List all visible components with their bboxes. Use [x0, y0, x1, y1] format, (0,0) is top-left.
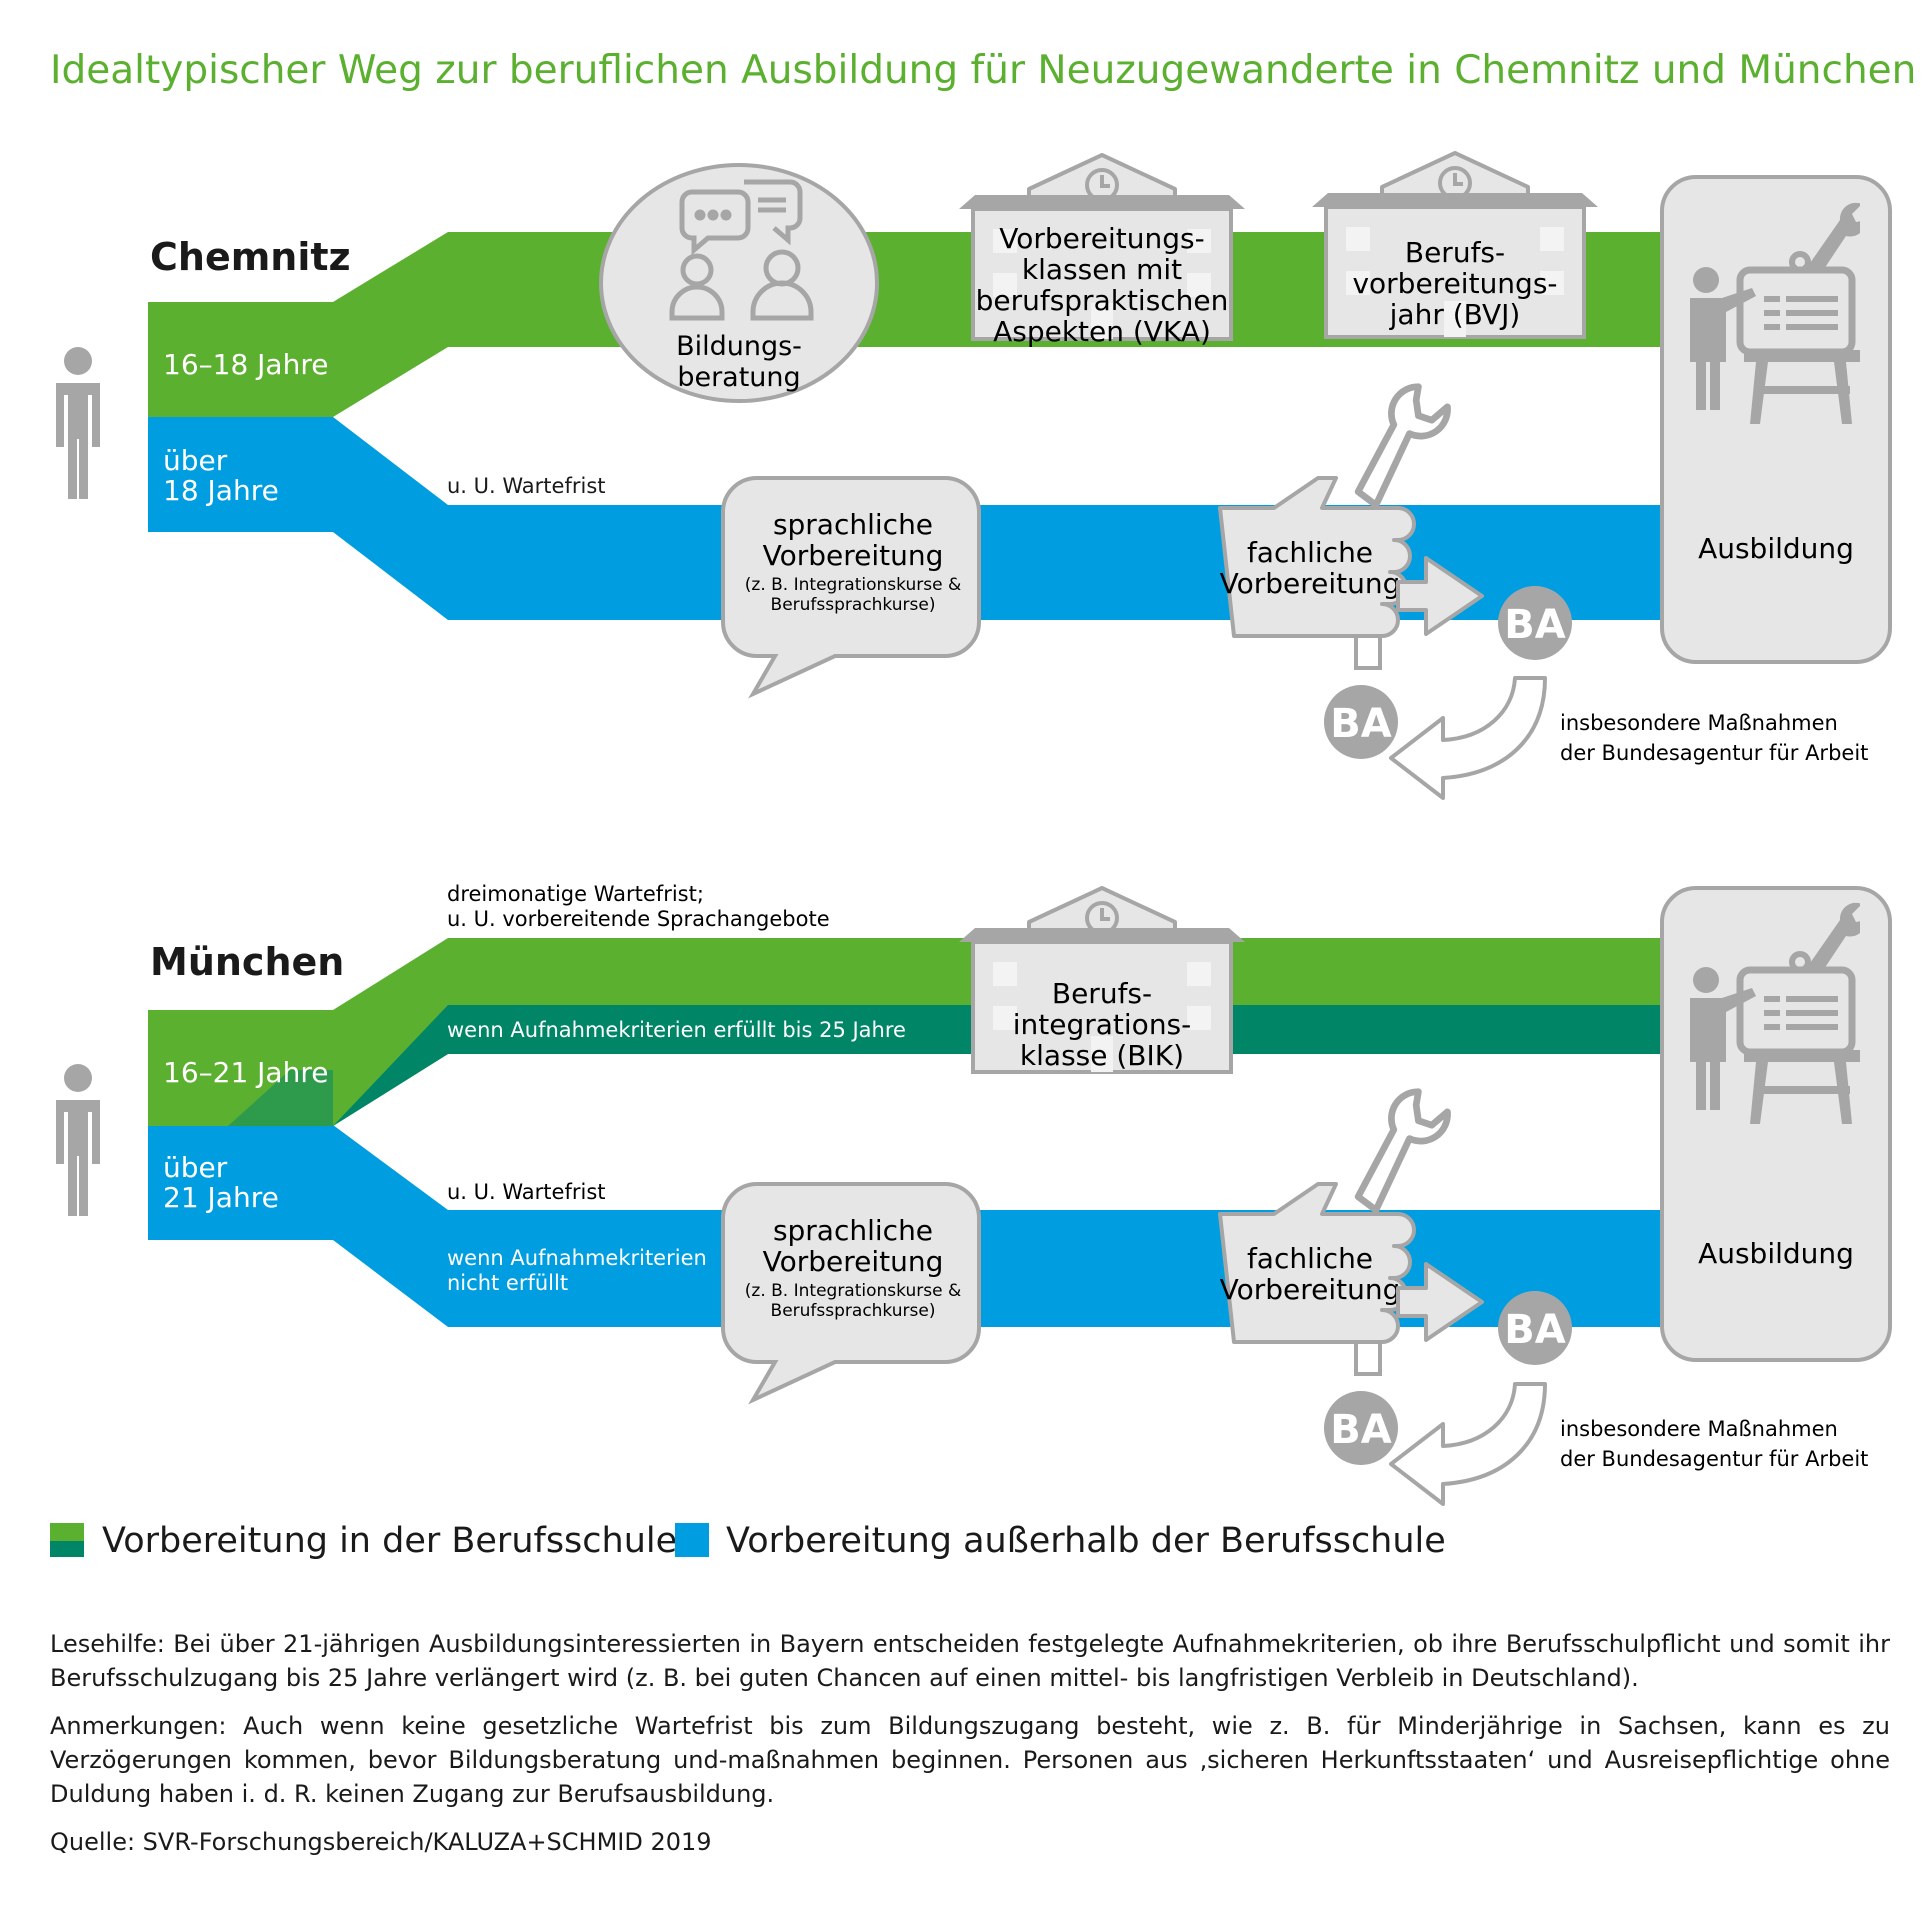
- language-prep-node: sprachliche Vorbereitung (z. B. Integrat…: [721, 1182, 981, 1405]
- consultation-line2: beratung: [677, 362, 800, 393]
- city-label-muenchen: München: [150, 940, 344, 984]
- legend-label-outside: Vorbereitung außerhalb der Berufsschule: [726, 1521, 1446, 1561]
- language-line3: (z. B. Integrationskurse &: [745, 1281, 961, 1301]
- vka-line4: Aspekten (VKA): [993, 315, 1211, 348]
- legend-swatch-school: [50, 1523, 84, 1557]
- ba-note-line2: der Bundesagentur für Arbeit: [1560, 1447, 1868, 1471]
- vocational-prep-node: fachliche Vorbereitung: [1218, 387, 1484, 670]
- ba-note-line1: insbesondere Maßnahmen: [1560, 1417, 1838, 1441]
- muenchen-outside-entry: [148, 1126, 333, 1240]
- ba-note-line2: der Bundesagentur für Arbeit: [1560, 741, 1868, 765]
- bik-line3: klasse (BIK): [1020, 1039, 1184, 1072]
- training-node: Ausbildung: [1660, 175, 1892, 664]
- ba-label: BA: [1330, 1407, 1391, 1453]
- wait-top-line2: u. U. vorbereitende Sprachangebote: [447, 907, 830, 931]
- ba-note-line1: insbesondere Maßnahmen: [1560, 711, 1838, 735]
- vocational-prep-node: fachliche Vorbereitung: [1218, 1092, 1484, 1376]
- bik-line2: integrations-: [1013, 1008, 1192, 1041]
- vocational-line1: fachliche: [1247, 536, 1373, 569]
- return-arrow: [1389, 676, 1547, 800]
- criteria-not-line2: nicht erfüllt: [447, 1271, 568, 1295]
- bvj-school-node: Berufs- vorbereitungs- jahr (BVJ): [1312, 153, 1598, 337]
- language-line1: sprachliche: [773, 1214, 933, 1247]
- vka-line3: berufspraktischen: [976, 284, 1229, 317]
- person-icon: [56, 1064, 100, 1216]
- reading-aid: Lesehilfe: Bei über 21-jährigen Ausbildu…: [50, 1630, 1890, 1692]
- consultation-icon: [669, 179, 814, 321]
- bik-line1: Berufs-: [1052, 977, 1152, 1010]
- chemnitz-school-band: [148, 232, 1662, 417]
- language-line4: Berufssprachkurse): [771, 595, 936, 615]
- notes-block: Lesehilfe: Bei über 21-jährigen Ausbildu…: [50, 1627, 1890, 1873]
- wait-top-line1: dreimonatige Wartefrist;: [447, 882, 704, 906]
- ba-cycle: BA BA insbesondere Maßnahmen der Bundesa…: [1324, 586, 1868, 800]
- training-label: Ausbildung: [1698, 1237, 1854, 1270]
- legend-swatch-outside: [675, 1523, 709, 1557]
- vocational-line1: fachliche: [1247, 1242, 1373, 1275]
- ba-circle: [1324, 1391, 1398, 1465]
- ba-circle: [1498, 1291, 1572, 1365]
- wrench-icon: [1358, 1092, 1447, 1210]
- wrench-icon: [1358, 387, 1447, 505]
- return-arrow: [1389, 1382, 1547, 1506]
- criteria-not-line1: wenn Aufnahmekriterien: [447, 1246, 707, 1270]
- page-title: Idealtypischer Weg zur beruflichen Ausbi…: [50, 48, 1917, 93]
- age-label-old-line1: über: [163, 444, 228, 477]
- city-label-chemnitz: Chemnitz: [150, 235, 351, 279]
- vocational-line2: Vorbereitung: [1220, 1273, 1401, 1306]
- wait-note: u. U. Wartefrist: [447, 1180, 606, 1204]
- ba-circle: [1324, 685, 1398, 759]
- pathway-diagram: Chemnitz 16–18 Jahre über 18 Jahre u. U.…: [56, 0, 1892, 1506]
- legend-label-school: Vorbereitung in der Berufsschule: [102, 1521, 678, 1561]
- vka-school-node: Vorbereitungs- klassen mit berufspraktis…: [959, 155, 1245, 348]
- training-node: Ausbildung: [1660, 886, 1892, 1362]
- ba-circle: [1498, 586, 1572, 660]
- language-line2: Vorbereitung: [763, 1245, 944, 1278]
- bvj-line2: vorbereitungs-: [1352, 267, 1557, 300]
- person-icon: [56, 347, 100, 499]
- age-label-young: 16–21 Jahre: [163, 1056, 328, 1089]
- ba-label: BA: [1330, 701, 1391, 747]
- ba-label: BA: [1504, 1307, 1565, 1353]
- language-line3: (z. B. Integrationskurse &: [745, 575, 961, 595]
- muenchen-transition: [228, 1070, 333, 1126]
- training-label: Ausbildung: [1698, 532, 1854, 565]
- ba-cycle: BA BA insbesondere Maßnahmen der Bundesa…: [1324, 1291, 1868, 1506]
- language-line1: sprachliche: [773, 508, 933, 541]
- vka-line1: Vorbereitungs-: [999, 222, 1204, 255]
- source: Quelle: SVR-Forschungsbereich/KALUZA+SCH…: [50, 1828, 712, 1856]
- age-label-old-line1: über: [163, 1151, 228, 1184]
- wait-note: u. U. Wartefrist: [447, 474, 606, 498]
- bvj-line3: jahr (BVJ): [1389, 298, 1521, 331]
- age-label-young: 16–18 Jahre: [163, 348, 328, 381]
- bvj-line1: Berufs-: [1405, 236, 1505, 269]
- criteria-met-label: wenn Aufnahmekriterien erfüllt bis 25 Ja…: [447, 1018, 906, 1042]
- ba-label: BA: [1504, 602, 1565, 648]
- language-prep-node: sprachliche Vorbereitung (z. B. Integrat…: [721, 476, 981, 699]
- remarks: Anmerkungen: Auch wenn keine gesetzliche…: [50, 1712, 1890, 1808]
- language-line2: Vorbereitung: [763, 539, 944, 572]
- age-label-old-line2: 21 Jahre: [163, 1181, 279, 1214]
- vka-line2: klassen mit: [1022, 253, 1182, 286]
- bik-school-node: Berufs- integrations- klasse (BIK): [959, 888, 1245, 1072]
- language-line4: Berufssprachkurse): [771, 1301, 936, 1321]
- consultation-node: Bildungs- beratung: [599, 163, 879, 403]
- age-label-old-line2: 18 Jahre: [163, 474, 279, 507]
- consultation-line1: Bildungs-: [676, 331, 802, 362]
- vocational-line2: Vorbereitung: [1220, 567, 1401, 600]
